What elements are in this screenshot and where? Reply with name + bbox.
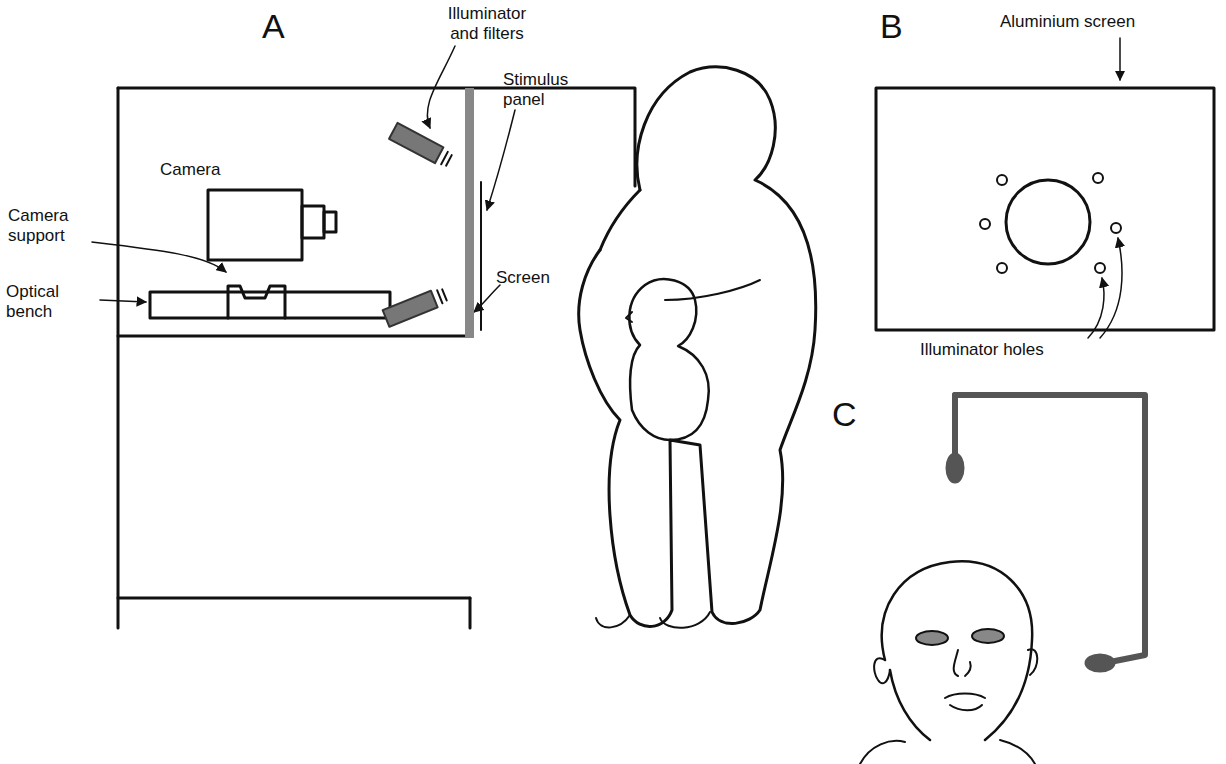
part-label: Camera <box>160 160 220 180</box>
part-label: Camera support <box>8 206 92 246</box>
optical-bench <box>150 292 390 318</box>
part-label: Aluminium screen <box>1000 12 1135 32</box>
part-label: Illuminator holes <box>920 340 1044 360</box>
baby-mouth <box>945 694 985 711</box>
leader-line <box>1088 278 1104 338</box>
illuminator-holes <box>980 173 1121 273</box>
baby-nose <box>954 650 971 676</box>
part-label: Illuminator and filters <box>432 4 542 44</box>
baby-eye <box>916 631 948 645</box>
panel-letter: C <box>832 396 857 432</box>
stimulus-panel <box>480 182 482 330</box>
camera-lens <box>302 206 324 238</box>
mother-shoulder <box>600 190 640 250</box>
cabinet-base <box>118 597 470 600</box>
panel-letter: A <box>262 8 285 44</box>
part-label: Screen <box>496 268 550 288</box>
leader-line <box>92 242 226 272</box>
mother-figure <box>579 67 816 626</box>
illuminator-filters <box>441 152 452 167</box>
wire-tip <box>947 454 963 482</box>
leader-line <box>1100 238 1122 338</box>
aluminium-screen <box>876 88 1214 330</box>
baby-face <box>626 312 632 322</box>
baby-collar <box>860 740 1035 764</box>
part-label: Stimulus panel <box>503 70 583 110</box>
leader-line <box>100 300 146 302</box>
wire-holder <box>955 395 1145 662</box>
camera-body <box>208 190 302 260</box>
screen <box>465 88 474 338</box>
illuminator-upper <box>389 123 443 163</box>
wire-tip <box>1086 655 1114 671</box>
leader-line <box>474 285 500 312</box>
part-label: Optical bench <box>6 282 96 322</box>
baby-eye <box>972 629 1004 643</box>
leader-line <box>427 46 455 128</box>
baby-ears <box>874 649 1037 683</box>
wire-holder <box>952 395 958 455</box>
illuminator-filters <box>437 288 447 303</box>
illuminator-lower <box>383 291 438 327</box>
cabinet-shelf <box>118 335 470 338</box>
camera-lens-tip <box>324 212 336 232</box>
mother-feet <box>596 612 710 628</box>
leader-line <box>487 110 515 210</box>
cabinet-top <box>118 88 635 186</box>
baby-figure <box>629 279 708 440</box>
baby-head <box>882 561 1032 740</box>
screen-aperture <box>1006 180 1090 264</box>
leader-line <box>1119 38 1121 80</box>
panel-letter: B <box>880 8 903 44</box>
cabinet-left <box>117 88 120 628</box>
cabinet-leg <box>469 598 472 628</box>
